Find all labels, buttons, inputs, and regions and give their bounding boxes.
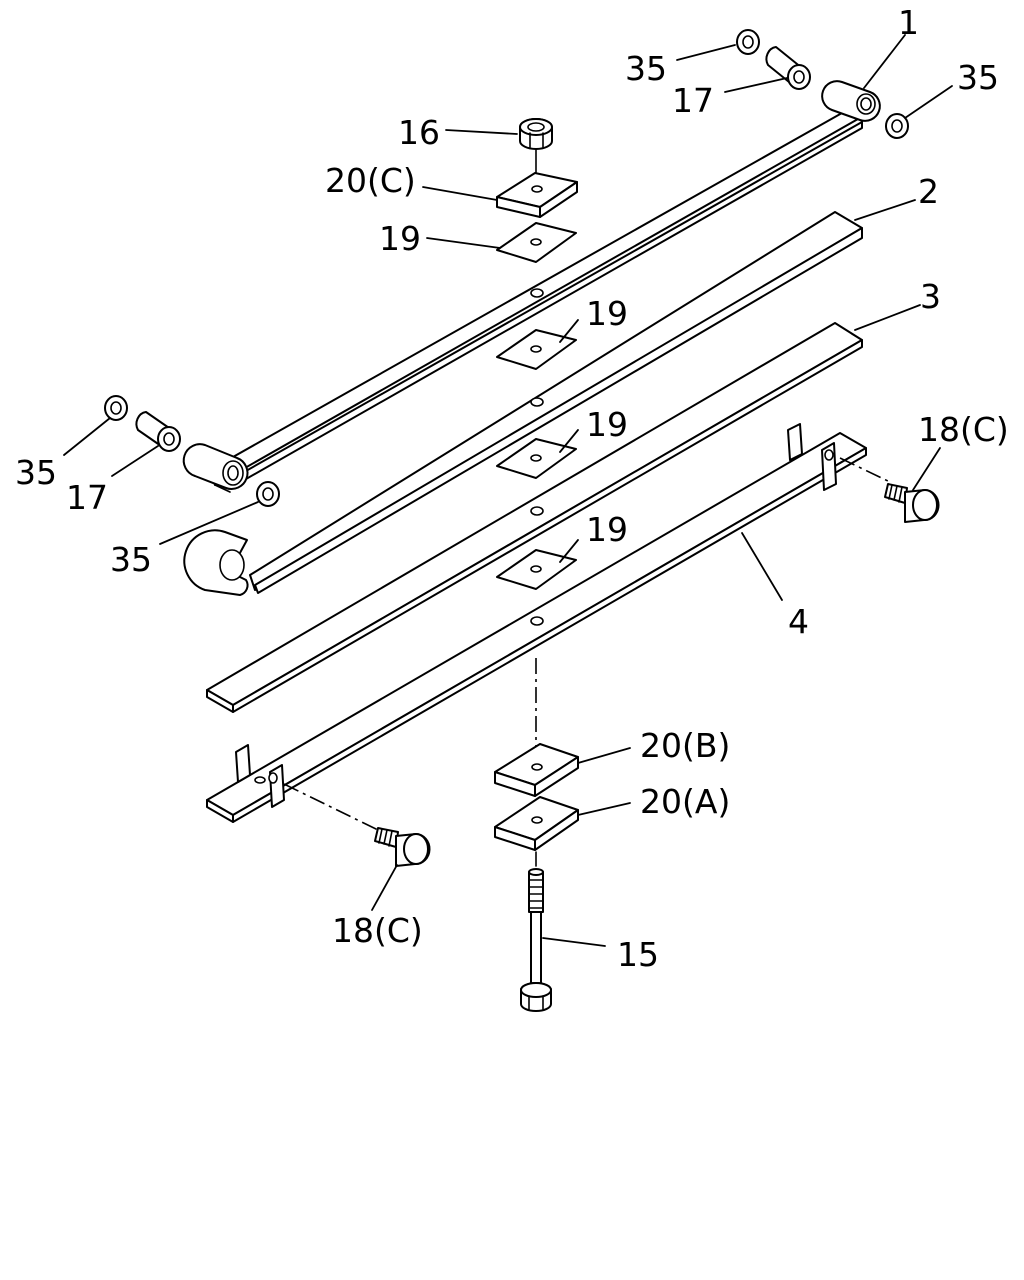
label-plate-20c: 20(C) [325, 161, 416, 200]
label-bushing-17-top: 17 [672, 81, 714, 120]
label-leaf-1: 1 [898, 3, 919, 42]
center-bolt-15 [520, 868, 552, 1012]
bushing-17-left [135, 411, 181, 452]
label-washer-35-top-right: 35 [957, 58, 999, 97]
label-leaf-3: 3 [920, 277, 941, 316]
leaf-4 [206, 423, 867, 823]
pad-19-b [496, 438, 577, 479]
leaf-2 [183, 211, 863, 596]
bushing-17-top [765, 46, 811, 90]
leaf-1 [182, 80, 881, 493]
plate-20b [494, 743, 579, 797]
label-pad-19-top: 19 [379, 219, 421, 258]
washer-35-left [104, 395, 128, 421]
label-pad-19-b: 19 [586, 405, 628, 444]
label-pad-19-a: 19 [586, 294, 628, 333]
label-leaf-2: 2 [918, 172, 939, 211]
label-nut-16: 16 [398, 113, 440, 152]
callout-labels: 35 17 1 35 16 20(C) 19 2 19 3 19 19 35 1… [15, 3, 1009, 974]
label-bushing-17-left: 17 [66, 478, 108, 517]
label-washer-35-bottom: 35 [110, 540, 152, 579]
nut-16 [519, 118, 553, 150]
plate-20a [494, 796, 579, 851]
label-clip-bolt-18c-left: 18(C) [332, 911, 423, 950]
plate-20c [496, 172, 578, 218]
leader-lines [63, 34, 953, 947]
pad-19-a [496, 329, 577, 370]
clip-bolt-18c-left [374, 827, 431, 867]
leaf-3 [206, 322, 863, 713]
washer-35-bottom [256, 481, 280, 507]
label-center-bolt-15: 15 [617, 935, 659, 974]
washer-35-top-right [885, 113, 909, 139]
clip-bolt-18c-right [884, 483, 940, 523]
pad-19-top [496, 222, 577, 263]
label-plate-20b: 20(B) [640, 726, 730, 765]
label-washer-35-left: 35 [15, 453, 57, 492]
pad-19-c [496, 549, 577, 590]
washer-35-top-left [736, 29, 760, 55]
label-leaf-4: 4 [788, 602, 809, 641]
label-pad-19-c: 19 [586, 510, 628, 549]
label-clip-bolt-18c-right: 18(C) [918, 410, 1009, 449]
label-plate-20a: 20(A) [640, 782, 730, 821]
label-washer-35-top-left: 35 [625, 49, 667, 88]
